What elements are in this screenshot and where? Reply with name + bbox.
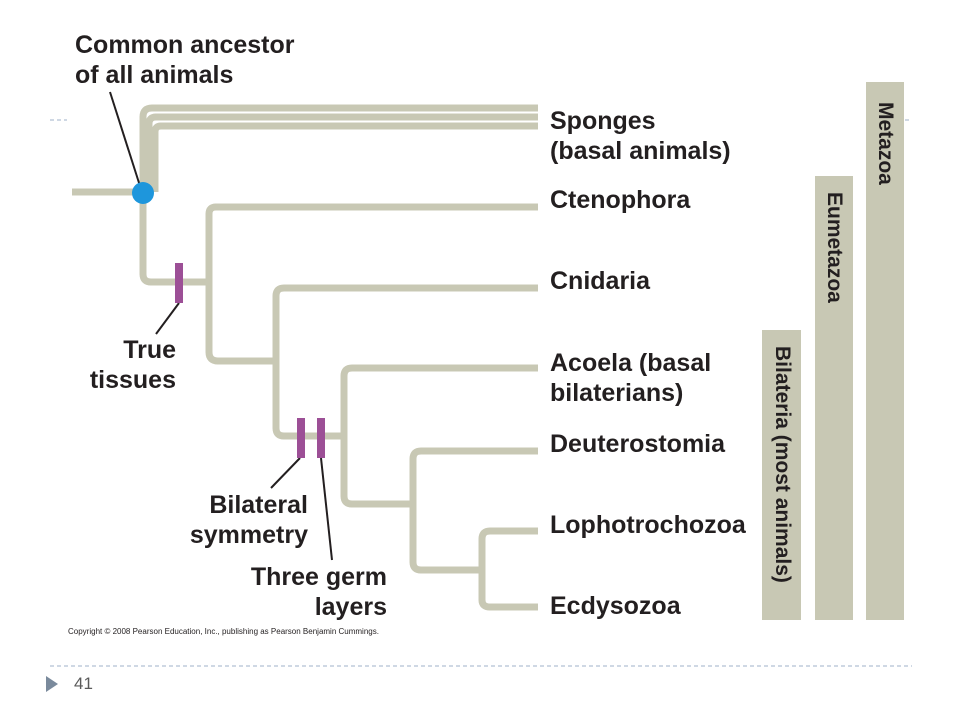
bilateria-text: Bilateria (most animals) xyxy=(771,346,794,583)
sponge-branch-3 xyxy=(151,122,538,192)
eumetazoa-stem xyxy=(139,192,209,286)
post-ctenophora-stem xyxy=(205,282,276,365)
eumetazoa-text: Eumetazoa xyxy=(823,192,846,303)
acoela-label: Acoela (basal bilaterians) xyxy=(550,349,712,407)
bilateria-stem xyxy=(272,361,344,440)
three-germ-layers-marker xyxy=(317,418,325,458)
acoela-branch xyxy=(340,364,538,436)
sponge-branch-1 xyxy=(139,104,538,192)
ctenophora-label: Ctenophora xyxy=(550,186,691,214)
lophotrochozoa-label: Lophotrochozoa xyxy=(550,511,746,539)
nephrozoa-stem xyxy=(340,436,413,508)
bilateral-symmetry-pointer xyxy=(270,457,301,489)
cnidaria-label: Cnidaria xyxy=(550,267,651,295)
metazoa-text: Metazoa xyxy=(874,102,897,185)
bilateral-symmetry-marker xyxy=(297,418,305,458)
bilateria-bar xyxy=(762,330,801,620)
metazoa-bar xyxy=(866,82,904,620)
ancestor-label: Common ancestor of all animals xyxy=(75,31,295,89)
ecdysozoa-branch xyxy=(478,570,538,611)
copyright-text: Copyright © 2008 Pearson Education, Inc.… xyxy=(68,627,379,636)
common-ancestor-node xyxy=(132,182,154,204)
sponge-branch-2 xyxy=(145,113,538,192)
slide-arrow-icon xyxy=(46,676,58,692)
ctenophora-branch xyxy=(205,203,538,282)
protostomia-stem xyxy=(409,504,482,574)
sponges-label: Sponges (basal animals) xyxy=(550,107,731,165)
three-germ-layers-label: Three germ layers xyxy=(250,563,387,621)
cnidaria-branch xyxy=(272,284,538,361)
bilateral-symmetry-label: Bilateral symmetry xyxy=(189,491,308,549)
ancestor-pointer xyxy=(109,91,141,187)
three-germ-layers-pointer xyxy=(320,457,333,561)
eumetazoa-bar xyxy=(815,176,853,620)
ecdysozoa-label: Ecdysozoa xyxy=(550,592,681,620)
true-tissues-marker xyxy=(175,263,183,303)
deuterostomia-branch xyxy=(409,447,538,504)
lophotrochozoa-branch xyxy=(478,527,538,570)
true-tissues-label: True tissues xyxy=(89,336,176,394)
slide-number: 41 xyxy=(74,674,93,693)
deuterostomia-label: Deuterostomia xyxy=(550,430,726,458)
true-tissues-pointer xyxy=(155,302,180,335)
